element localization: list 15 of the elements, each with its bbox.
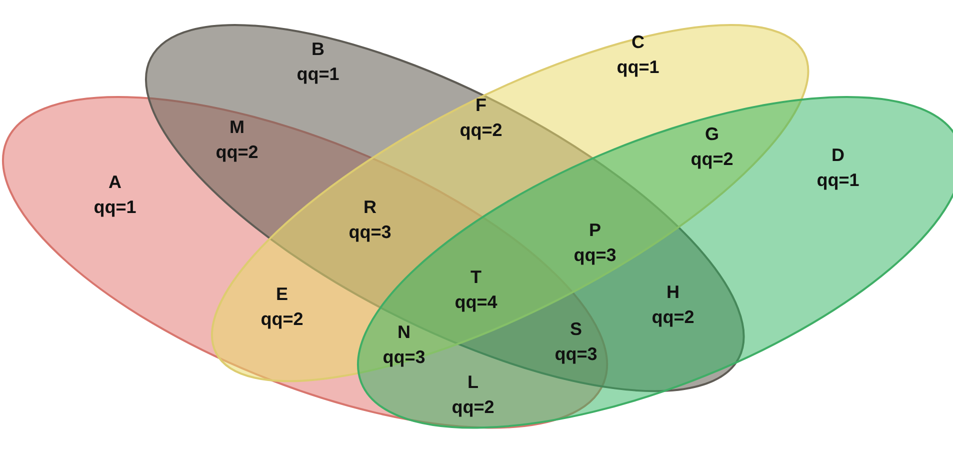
region-label: M qq=2 — [214, 116, 260, 164]
set-label: B qq=1 — [296, 38, 340, 86]
region-label: F qq=2 — [458, 94, 504, 142]
set-label: C qq=1 — [616, 30, 660, 79]
region-label: H qq=2 — [650, 281, 696, 329]
region-label: P qq=3 — [572, 219, 618, 267]
set-label: A qq=1 — [92, 170, 138, 219]
region-label: R qq=3 — [348, 196, 392, 244]
region-label: G qq=2 — [690, 123, 734, 171]
region-label: T qq=4 — [454, 266, 498, 314]
region-label: L qq=2 — [450, 371, 496, 419]
region-label: E qq=2 — [260, 283, 304, 331]
region-label: N qq=3 — [382, 321, 426, 369]
region-label: S qq=3 — [554, 318, 598, 366]
set-label: D qq=1 — [816, 144, 860, 192]
